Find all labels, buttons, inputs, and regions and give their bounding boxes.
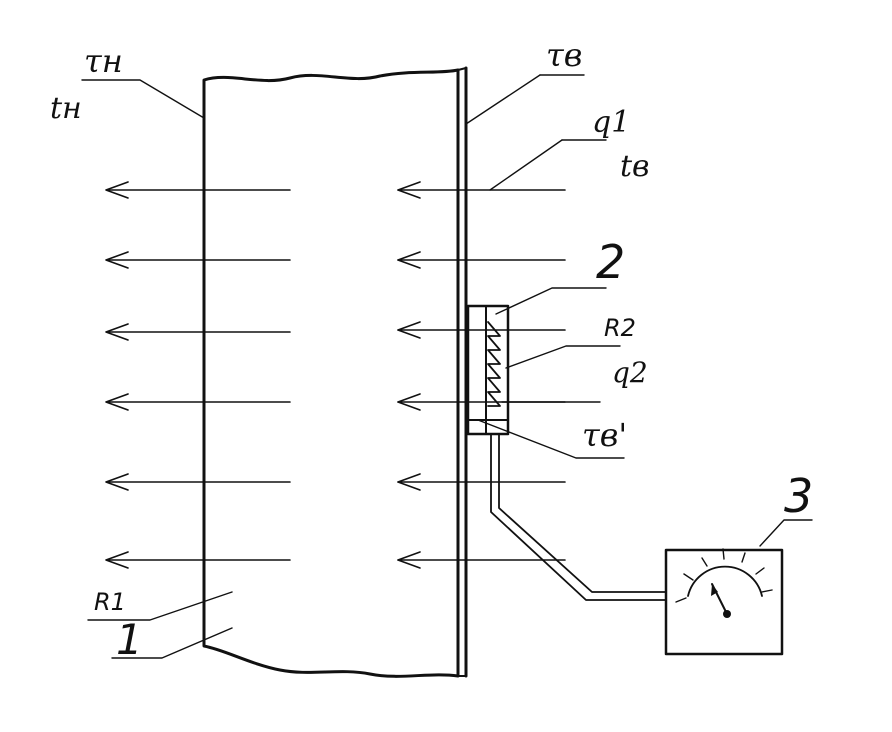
label-q1: q1: [592, 105, 630, 140]
inner-heat-flux-arrows: [397, 181, 566, 569]
label-r2: R2: [604, 314, 636, 342]
label-number-2: 2: [596, 235, 625, 289]
label-number-3: 3: [784, 469, 813, 523]
label-tau-v: τв: [546, 36, 582, 74]
label-tau-n: τн: [84, 42, 123, 80]
measuring-instrument: [664, 548, 784, 656]
label-number-1: 1: [116, 615, 143, 664]
label-r1: R1: [94, 588, 126, 616]
heat-flux-meter-sensor: [466, 304, 510, 436]
label-t-n: tн: [50, 91, 82, 126]
leader-lines: [81, 74, 813, 659]
label-q2: q2: [612, 356, 648, 389]
label-tau-v-prime: τв': [582, 416, 627, 454]
needle-pivot: [723, 610, 731, 618]
inner-surface-top: [457, 67, 467, 71]
dial-ticks: [675, 548, 773, 603]
resistance-zigzag: [487, 321, 501, 407]
label-t-v: tв: [620, 149, 650, 184]
signal-cable-2: [498, 433, 667, 593]
outer-heat-flux-arrows: [105, 181, 291, 569]
wall-body: [202, 68, 460, 678]
dial-arc: [687, 565, 763, 597]
signal-cable: [490, 433, 667, 601]
